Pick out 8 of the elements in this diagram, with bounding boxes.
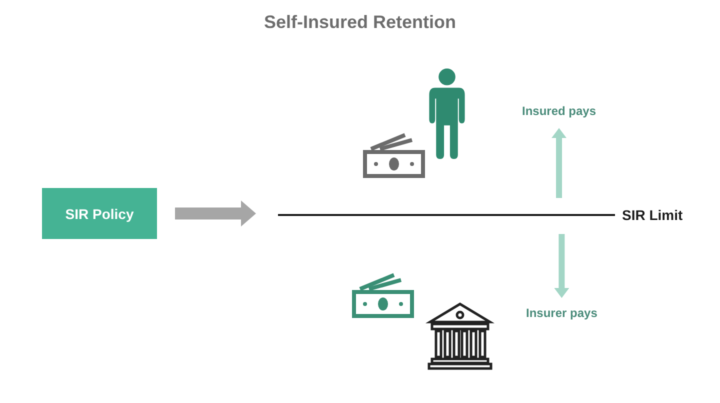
pays-label: Insured pays <box>522 103 596 119</box>
pays-label: Insurer pays <box>526 305 598 321</box>
title: Self-Insured Retention <box>264 11 456 33</box>
arrow <box>175 200 256 226</box>
arrow <box>552 128 567 198</box>
policy-box: SIR Policy <box>42 188 157 239</box>
limit-label: SIR Limit <box>622 206 683 225</box>
arrow <box>554 234 570 298</box>
